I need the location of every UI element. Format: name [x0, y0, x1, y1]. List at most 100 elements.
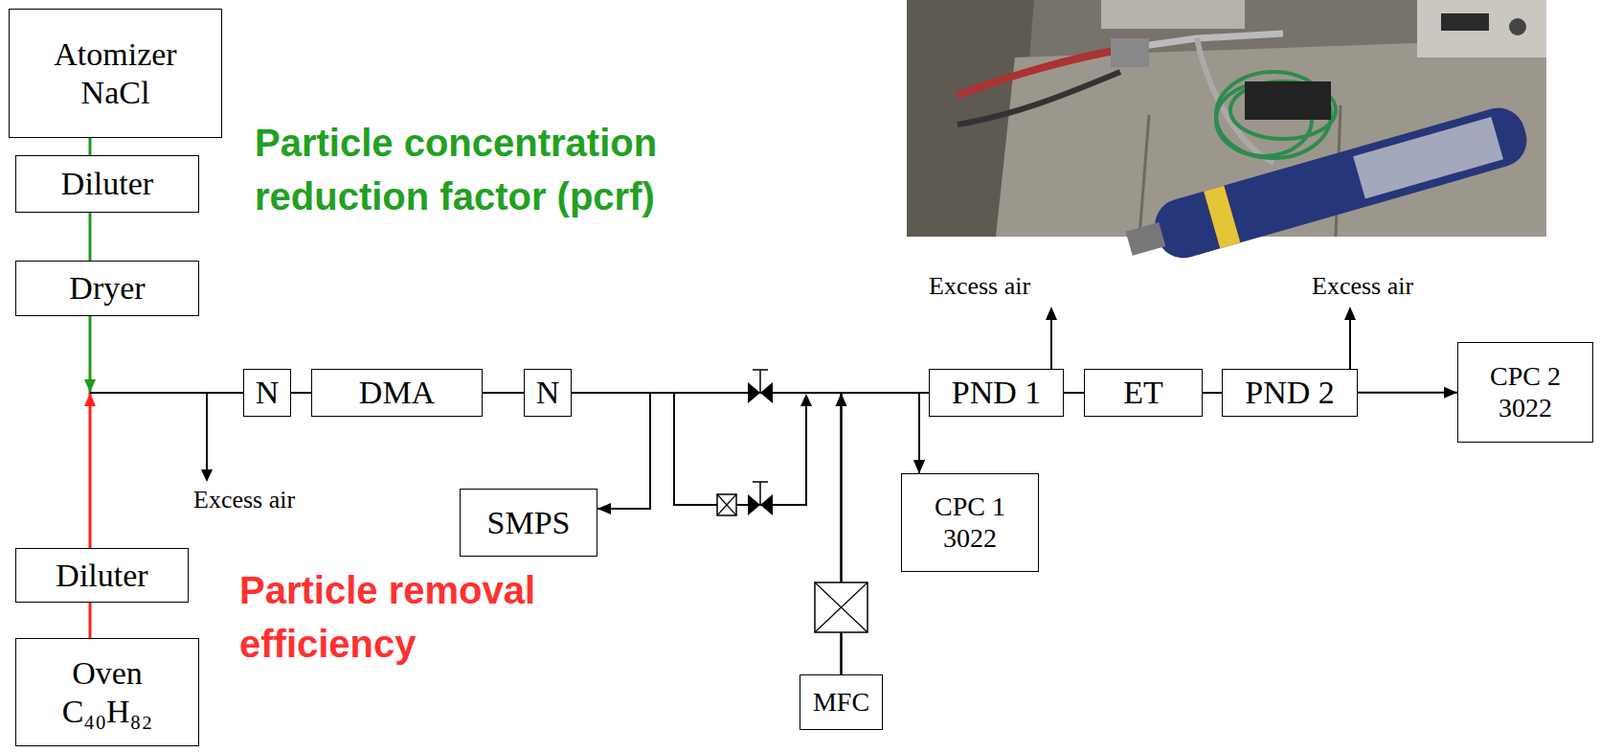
photo-panel-edge: [1139, 114, 1150, 237]
flow-line: [90, 137, 91, 156]
flow-line: [1202, 392, 1222, 394]
photo-illustration: [906, 0, 1547, 272]
photo-fitting: [1110, 38, 1150, 68]
box-label: DMA: [359, 373, 435, 411]
valve-triangle: [747, 382, 761, 404]
source-box: Oven C₄₀H₈₂: [15, 637, 200, 746]
arrow-head: [913, 459, 925, 474]
photo-coil: [1216, 71, 1331, 158]
exhaust-line: [205, 392, 208, 472]
flow-line: [1357, 386, 1458, 399]
valve-handle: [752, 480, 768, 483]
box-label: Diluter: [61, 164, 154, 203]
line-segment: [1202, 391, 1222, 394]
excess-air-arrow: [1344, 306, 1356, 369]
box-label: N: [255, 373, 280, 411]
photo-instrument: [1417, 0, 1547, 58]
box-label: MFC: [812, 686, 870, 718]
box-label: PND 1: [951, 373, 1042, 411]
box-label: Atomizer NaCl: [39, 35, 193, 111]
box-label: N: [536, 373, 561, 411]
line-segment: [1063, 391, 1084, 394]
valve-triangle: [760, 382, 773, 404]
arrow-head: [1344, 306, 1356, 320]
box-label: CPC 2 3022: [1477, 360, 1574, 423]
line-segment: [89, 602, 92, 638]
flow-line: [291, 392, 312, 394]
process-box: ET: [1083, 368, 1203, 417]
process-box: DMA: [311, 368, 483, 417]
flow-label: Excess air: [191, 485, 297, 515]
line-segment: [291, 391, 312, 394]
flow-line: [84, 315, 244, 393]
flow-controller-valve: [814, 582, 868, 632]
instrument-box: CPC 2 3022: [1457, 341, 1594, 443]
photo-cylinder: [1121, 101, 1533, 272]
photo-display: [1441, 13, 1489, 31]
flow-line: [90, 212, 91, 261]
line-segment: [90, 391, 244, 394]
photo-device: [1244, 81, 1331, 120]
valve-handle: [752, 368, 768, 371]
flow-label: Excess air: [1309, 271, 1416, 301]
valve-stem: [759, 369, 762, 393]
process-box: N: [243, 368, 292, 417]
photo-coil: [1230, 81, 1336, 139]
line-segment: [89, 137, 92, 156]
box-label: Diluter: [55, 556, 148, 594]
arrow-head: [1443, 386, 1458, 399]
flow-line: [482, 392, 524, 394]
valve-box: [814, 582, 868, 632]
line-segment: [571, 392, 920, 474]
box-label: CPC 1 3022: [922, 491, 1018, 553]
photo-knob: [1509, 18, 1527, 36]
instrument-box: CPC 1 3022: [901, 473, 1039, 572]
filter-cross: [717, 494, 737, 516]
valve-symbol: [747, 369, 773, 404]
process-box: PND 2: [1221, 368, 1358, 417]
process-box: N: [523, 368, 572, 417]
filter-box: [717, 494, 737, 516]
photo-cylinder-body: [1148, 101, 1533, 265]
line-segment: [89, 392, 92, 548]
process-box: Diluter: [15, 155, 200, 213]
source-box: Atomizer NaCl: [8, 8, 223, 138]
photo-hose: [957, 47, 1130, 96]
flow-label: Excess air: [926, 271, 1033, 301]
filter-symbol: [717, 494, 737, 516]
filter-cross: [717, 494, 737, 516]
line-segment: [1357, 391, 1458, 394]
arrow-head: [84, 392, 96, 406]
box-label: SMPS: [487, 503, 571, 541]
arrow-head: [201, 469, 213, 482]
controller-box: MFC: [799, 674, 883, 730]
flow-line: [1063, 392, 1084, 394]
valve-stem: [759, 481, 762, 505]
flow-line: [571, 392, 925, 474]
arrow-head: [800, 393, 812, 406]
line-segment: [90, 391, 244, 394]
photo-tube: [1129, 33, 1284, 48]
box-label: ET: [1123, 373, 1164, 411]
flow-line: [84, 392, 244, 548]
flow-line: [90, 602, 91, 638]
arrow-head: [84, 379, 96, 393]
line-segment: [482, 391, 524, 394]
excess-air-arrow: [201, 392, 213, 482]
photo-cylinder-band: [1203, 185, 1240, 249]
title-note: Particle removal efficiency: [239, 563, 623, 671]
line-segment: [89, 212, 92, 261]
arrow-head: [913, 459, 925, 474]
arrow-head: [1045, 306, 1058, 320]
box-label: PND 2: [1244, 373, 1335, 411]
valve-triangle: [760, 494, 773, 516]
photo-cylinder-valve: [1126, 222, 1167, 256]
box-label: Oven C₄₀H₈₂: [40, 653, 175, 729]
bypass-path: [674, 392, 807, 505]
valve-cross: [814, 582, 868, 632]
title-note: Particle concentration reduction factor …: [254, 115, 791, 224]
box-label: Dryer: [68, 269, 145, 307]
process-box: PND 1: [928, 368, 1064, 417]
exhaust-line: [1349, 317, 1352, 369]
bypass-line: [674, 392, 807, 505]
